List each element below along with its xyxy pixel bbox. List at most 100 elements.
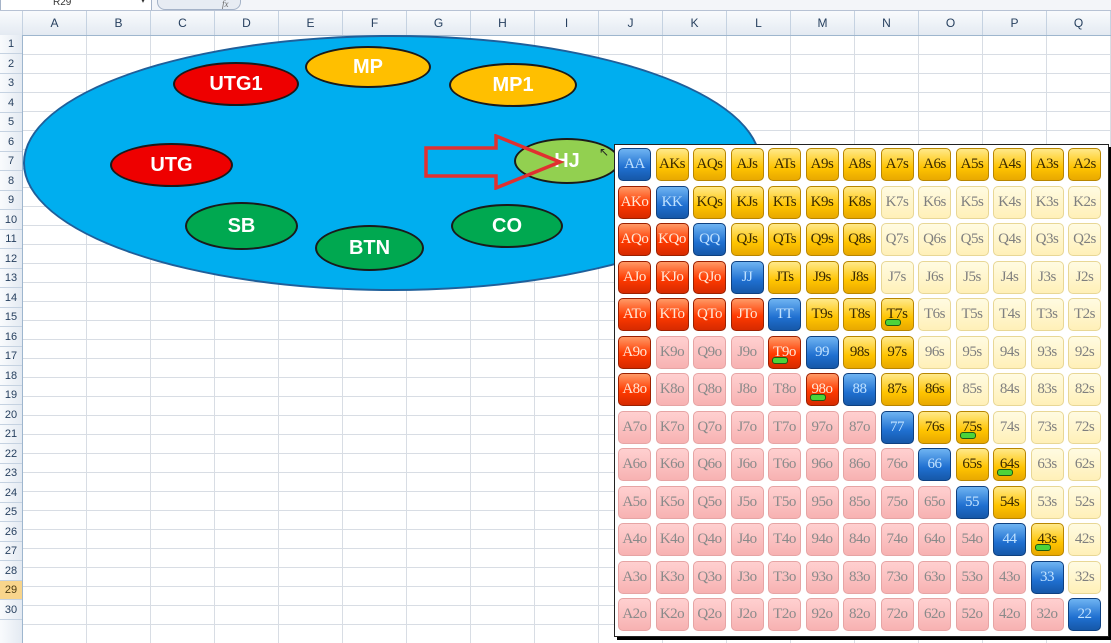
hand-cell-kts[interactable]: KTs — [768, 185, 801, 219]
hand-cell-jj[interactable]: JJ — [730, 260, 764, 294]
hand-cell-t2s[interactable]: T2s — [1068, 298, 1101, 331]
hand-cell-43o[interactable]: 43o — [993, 560, 1026, 594]
hand-cell-j8o[interactable]: J8o — [730, 373, 764, 406]
hand-cell-k7o[interactable]: K7o — [655, 410, 689, 444]
hand-cell-j5s[interactable]: J5s — [955, 260, 989, 294]
hand-cell-a9s[interactable]: A9s — [805, 148, 839, 181]
hand-cell-65s[interactable]: 65s — [955, 448, 989, 481]
column-header-e[interactable]: E — [279, 11, 343, 35]
hand-cell-q3o[interactable]: Q3o — [693, 560, 726, 594]
hand-cell-63s[interactable]: 63s — [1030, 448, 1064, 481]
hand-cell-a3s[interactable]: A3s — [1030, 148, 1064, 181]
hand-cell-84o[interactable]: 84o — [843, 523, 876, 556]
hand-cell-j9s[interactable]: J9s — [805, 260, 839, 294]
hand-cell-qq[interactable]: QQ — [693, 223, 726, 256]
row-header-1[interactable]: 1 — [0, 35, 22, 54]
column-header-g[interactable]: G — [407, 11, 471, 35]
hand-cell-k9s[interactable]: K9s — [805, 185, 839, 219]
hand-cell-32o[interactable]: 32o — [1030, 598, 1064, 631]
row-header-26[interactable]: 26 — [0, 523, 22, 542]
hand-cell-87s[interactable]: 87s — [880, 373, 914, 406]
hand-cell-aqo[interactable]: AQo — [618, 223, 651, 256]
select-all-corner[interactable] — [0, 11, 23, 35]
hand-cell-q7s[interactable]: Q7s — [880, 223, 914, 256]
hand-cell-q2s[interactable]: Q2s — [1068, 223, 1101, 256]
hand-cell-74o[interactable]: 74o — [880, 523, 914, 556]
hand-cell-j2o[interactable]: J2o — [730, 598, 764, 631]
column-header-i[interactable]: I — [535, 11, 599, 35]
hand-cell-84s[interactable]: 84s — [993, 373, 1026, 406]
hand-cell-53o[interactable]: 53o — [955, 560, 989, 594]
hand-cell-52s[interactable]: 52s — [1068, 485, 1101, 519]
hand-cell-72o[interactable]: 72o — [880, 598, 914, 631]
hand-cell-95s[interactable]: 95s — [955, 335, 989, 369]
hand-cell-j3o[interactable]: J3o — [730, 560, 764, 594]
hand-cell-t2o[interactable]: T2o — [768, 598, 801, 631]
hand-cell-k9o[interactable]: K9o — [655, 335, 689, 369]
column-header-p[interactable]: P — [983, 11, 1047, 35]
hand-cell-k3o[interactable]: K3o — [655, 560, 689, 594]
column-header-c[interactable]: C — [151, 11, 215, 35]
hand-cell-72s[interactable]: 72s — [1068, 410, 1101, 444]
hand-cell-83o[interactable]: 83o — [843, 560, 876, 594]
hand-cell-t9o[interactable]: T9o — [768, 335, 801, 369]
row-header-29[interactable]: 29 — [0, 581, 22, 600]
hand-cell-98s[interactable]: 98s — [843, 335, 876, 369]
hand-cell-64o[interactable]: 64o — [918, 523, 951, 556]
hand-cell-t7s[interactable]: T7s — [880, 298, 914, 331]
hand-cell-53s[interactable]: 53s — [1030, 485, 1064, 519]
hand-cell-75o[interactable]: 75o — [880, 485, 914, 519]
hand-cell-t5o[interactable]: T5o — [768, 485, 801, 519]
hand-cell-q5o[interactable]: Q5o — [693, 485, 726, 519]
hand-cell-kjo[interactable]: KJo — [655, 260, 689, 294]
hand-cell-qjs[interactable]: QJs — [730, 223, 764, 256]
hand-cell-83s[interactable]: 83s — [1030, 373, 1064, 406]
hand-cell-62s[interactable]: 62s — [1068, 448, 1101, 481]
hand-cell-aqs[interactable]: AQs — [693, 148, 726, 181]
hand-cell-j7s[interactable]: J7s — [880, 260, 914, 294]
hand-cell-73o[interactable]: 73o — [880, 560, 914, 594]
hand-cell-t3o[interactable]: T3o — [768, 560, 801, 594]
hand-cell-t5s[interactable]: T5s — [955, 298, 989, 331]
hand-cell-a5o[interactable]: A5o — [618, 485, 651, 519]
hand-cell-j9o[interactable]: J9o — [730, 335, 764, 369]
hand-cell-k6s[interactable]: K6s — [918, 185, 951, 219]
hand-cell-q7o[interactable]: Q7o — [693, 410, 726, 444]
row-header-14[interactable]: 14 — [0, 289, 22, 308]
row-header-10[interactable]: 10 — [0, 211, 22, 230]
chevron-down-icon[interactable]: ▾ — [141, 0, 146, 5]
hand-cell-86s[interactable]: 86s — [918, 373, 951, 406]
hand-cell-93o[interactable]: 93o — [805, 560, 839, 594]
hand-cell-k2s[interactable]: K2s — [1068, 185, 1101, 219]
row-header-21[interactable]: 21 — [0, 425, 22, 444]
hand-cell-a2o[interactable]: A2o — [618, 598, 651, 631]
hand-cell-82o[interactable]: 82o — [843, 598, 876, 631]
hand-cell-j2s[interactable]: J2s — [1068, 260, 1101, 294]
hand-cell-jto[interactable]: JTo — [730, 298, 764, 331]
hand-cell-t4o[interactable]: T4o — [768, 523, 801, 556]
hand-cell-ats[interactable]: ATs — [768, 148, 801, 181]
row-header-27[interactable]: 27 — [0, 542, 22, 561]
hand-cell-k3s[interactable]: K3s — [1030, 185, 1064, 219]
hand-cell-88[interactable]: 88 — [843, 373, 876, 406]
hand-cell-ajs[interactable]: AJs — [730, 148, 764, 181]
hand-cell-76s[interactable]: 76s — [918, 410, 951, 444]
hand-cell-kqs[interactable]: KQs — [693, 185, 726, 219]
hand-cell-a7s[interactable]: A7s — [880, 148, 914, 181]
hand-cell-85s[interactable]: 85s — [955, 373, 989, 406]
row-header-7[interactable]: 7 — [0, 152, 22, 171]
hand-cell-ako[interactable]: AKo — [618, 185, 651, 219]
hand-cell-j4o[interactable]: J4o — [730, 523, 764, 556]
row-header-9[interactable]: 9 — [0, 191, 22, 210]
hand-cell-q4o[interactable]: Q4o — [693, 523, 726, 556]
hand-cell-42s[interactable]: 42s — [1068, 523, 1101, 556]
hand-cell-63o[interactable]: 63o — [918, 560, 951, 594]
column-header-f[interactable]: F — [343, 11, 407, 35]
column-header-l[interactable]: L — [727, 11, 791, 35]
hand-cell-jts[interactable]: JTs — [768, 260, 801, 294]
hand-cell-q8s[interactable]: Q8s — [843, 223, 876, 256]
column-header-j[interactable]: J — [599, 11, 663, 35]
column-header-k[interactable]: K — [663, 11, 727, 35]
hand-cell-ajo[interactable]: AJo — [618, 260, 651, 294]
hand-cell-j3s[interactable]: J3s — [1030, 260, 1064, 294]
